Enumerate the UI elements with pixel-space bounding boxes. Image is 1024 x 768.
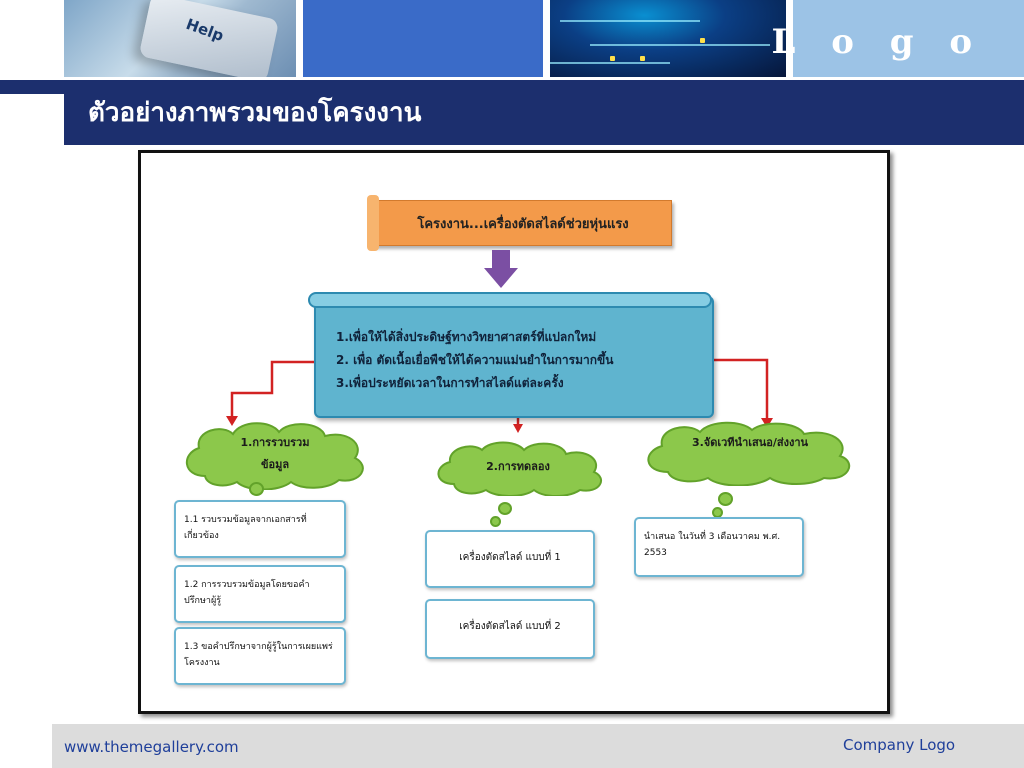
circuit-dot <box>610 56 615 61</box>
objective-item: 2. เพื่อ ตัดเนื้อเยื่อพืชให้ได้ความแม่นย… <box>336 353 614 367</box>
cloud-step-2: 2.การทดลอง <box>428 438 608 496</box>
step-1-item-text: 1.3 ขอคำปรึกษาจากผู้รู้ในการเผยแพร่โครงง… <box>184 642 333 668</box>
step-3-item-box: นำเสนอ ในวันที่ 3 เดือนวาคม พ.ศ. 2553 <box>634 517 804 577</box>
cloud-step-1-label: 1.การรวบรวม ข้อมูล <box>175 432 375 476</box>
circuit-line <box>550 62 670 64</box>
title-bar-tab <box>0 80 64 94</box>
cloud-bubble <box>498 502 512 515</box>
down-arrow-icon <box>484 250 518 288</box>
circuit-dot <box>700 38 705 43</box>
cloud-step-2-label: 2.การทดลอง <box>486 460 550 473</box>
project-title: โครงงาน...เครื่องตัดสไลด์ช่วยหุ่นแรง <box>417 216 629 232</box>
connector-right <box>710 358 769 420</box>
cloud-bubble <box>718 492 733 506</box>
cloud-bubble <box>490 516 501 527</box>
project-title-box: โครงงาน...เครื่องตัดสไลด์ช่วยหุ่นแรง <box>367 195 672 251</box>
objective-item: 3.เพื่อประหยัดเวลาในการทำสไลด์แต่ละครั้ง <box>336 376 564 390</box>
arrowhead-right <box>761 418 773 428</box>
cloud-shape <box>647 421 851 486</box>
cloud-step-1: 1.การรวบรวม ข้อมูล <box>175 418 375 490</box>
footer-company: Company Logo <box>843 736 956 754</box>
cloud-step-3-label: 3.จัดเวทีนำเสนอ/ส่งงาน <box>691 436 809 449</box>
slide-title: ตัวอย่างภาพรวมของโครงงาน <box>88 98 422 128</box>
arrowhead-middle <box>513 424 523 433</box>
cloud-shape <box>437 441 602 496</box>
cloud-label-line: 1.การรวบรวม <box>240 436 310 449</box>
step-2-item-box: เครื่องตัดสไลด์ แบบที่ 2 <box>425 599 595 659</box>
footer-url[interactable]: www.themegallery.com <box>64 738 239 756</box>
header-photo-circuit <box>550 0 786 77</box>
objectives-list: 1.เพื่อให้ได้สิ่งประดิษฐ์ทางวิทยาศาสตร์ท… <box>336 326 613 395</box>
connector-left <box>230 360 314 418</box>
objectives-scroll: 1.เพื่อให้ได้สิ่งประดิษฐ์ทางวิทยาศาสตร์ท… <box>308 292 714 418</box>
cloud-bubble <box>249 482 264 496</box>
step-1-item-box: 1.3 ขอคำปรึกษาจากผู้รู้ในการเผยแพร่โครงง… <box>174 627 346 685</box>
header-divider <box>0 77 1024 80</box>
step-3-item-text: นำเสนอ ในวันที่ 3 เดือนวาคม พ.ศ. 2553 <box>644 532 781 558</box>
title-bar <box>64 80 1024 145</box>
step-2-item-box: เครื่องตัดสไลด์ แบบที่ 1 <box>425 530 595 588</box>
step-1-item-box: 1.1 รวบรวมข้อมูลจากเอกสารที่เกี่ยวข้อง <box>174 500 346 558</box>
step-2-item-text: เครื่องตัดสไลด์ แบบที่ 1 <box>459 552 561 563</box>
logo-text: L o g o <box>771 22 984 62</box>
header-photo-keyboard: Help <box>64 0 296 83</box>
step-1-item-text: 1.2 การรวบรวมข้อมูลโดยขอคำปรึกษาผู้รู้ <box>184 580 310 606</box>
step-1-item-box: 1.2 การรวบรวมข้อมูลโดยขอคำปรึกษาผู้รู้ <box>174 565 346 623</box>
step-2-item-text: เครื่องตัดสไลด์ แบบที่ 2 <box>459 621 561 632</box>
step-1-item-text: 1.1 รวบรวมข้อมูลจากเอกสารที่เกี่ยวข้อง <box>184 515 307 541</box>
footer-bar <box>52 724 1024 768</box>
header-logo-block <box>793 0 1024 77</box>
header-blue-block <box>303 0 543 77</box>
circuit-line <box>560 20 700 22</box>
circuit-line <box>590 44 770 46</box>
cloud-step-3: 3.จัดเวทีนำเสนอ/ส่งงาน <box>636 418 864 486</box>
cloud-label-line: ข้อมูล <box>260 458 290 471</box>
circuit-dot <box>640 56 645 61</box>
arrowhead-left <box>226 416 238 426</box>
objective-item: 1.เพื่อให้ได้สิ่งประดิษฐ์ทางวิทยาศาสตร์ท… <box>336 330 597 344</box>
